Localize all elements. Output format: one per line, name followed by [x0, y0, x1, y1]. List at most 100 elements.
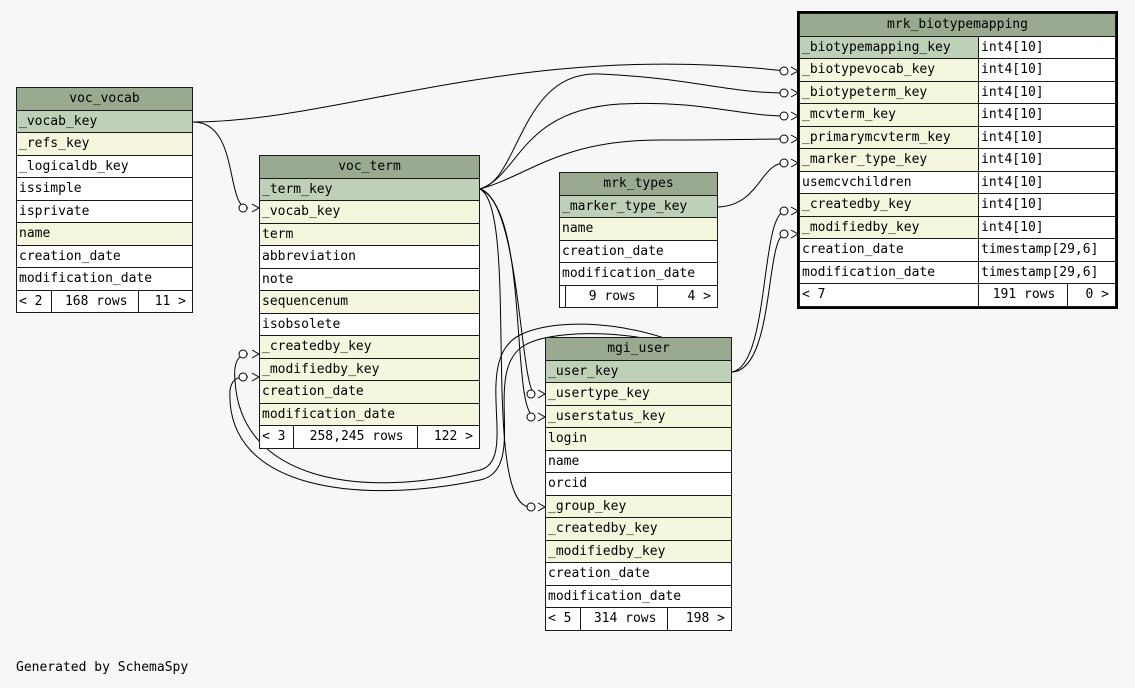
- column-name: _logicaldb_key: [16, 154, 193, 178]
- column-name: name: [16, 222, 193, 246]
- column-row[interactable]: modification_date: [16, 267, 193, 291]
- row-count: 314 rows: [580, 607, 669, 631]
- column-row[interactable]: creation_date: [259, 380, 480, 404]
- parents-link[interactable]: < 3: [259, 425, 294, 449]
- column-type: int4[10]: [978, 170, 1116, 194]
- column-row[interactable]: _createdby_key: [259, 335, 480, 359]
- column-row[interactable]: _createdby_key: [545, 517, 732, 541]
- column-type: int4[10]: [978, 58, 1116, 82]
- column-row[interactable]: term: [259, 222, 480, 246]
- parents-link[interactable]: < 7: [799, 283, 979, 307]
- column-row[interactable]: modification_date: [259, 402, 480, 426]
- table-title[interactable]: mgi_user: [545, 337, 732, 361]
- column-row[interactable]: _modifiedby_key: [259, 357, 480, 381]
- row-count: 258,245 rows: [292, 425, 419, 449]
- column-name: _marker_type_key: [559, 194, 718, 218]
- column-name: modification_date: [259, 402, 480, 426]
- children-link[interactable]: 0 >: [1067, 283, 1116, 307]
- column-row[interactable]: sequencenum: [259, 290, 480, 314]
- column-row[interactable]: _user_key: [545, 359, 732, 383]
- column-row[interactable]: _vocab_key: [16, 109, 193, 133]
- column-name: _createdby_key: [259, 335, 480, 359]
- column-name: modification_date: [16, 267, 193, 291]
- column-name: usemcvchildren: [799, 170, 979, 194]
- children-link[interactable]: 11 >: [138, 289, 193, 313]
- table-title[interactable]: voc_term: [259, 155, 480, 179]
- column-row[interactable]: _modifiedby_key: [545, 539, 732, 563]
- column-name: creation_date: [259, 380, 480, 404]
- column-row[interactable]: name: [16, 222, 193, 246]
- column-row[interactable]: _marker_type_key: [559, 194, 718, 218]
- table-title[interactable]: voc_vocab: [16, 87, 193, 111]
- parents-link[interactable]: < 5: [544, 607, 582, 631]
- table-title[interactable]: mrk_biotypemapping: [799, 13, 1116, 37]
- column-row[interactable]: creation_date: [16, 244, 193, 268]
- column-row[interactable]: _refs_key: [16, 132, 193, 156]
- column-name: isobsolete: [259, 312, 480, 336]
- column-name: _createdby_key: [799, 193, 979, 217]
- column-row[interactable]: name: [559, 217, 718, 241]
- column-name: _refs_key: [16, 132, 193, 156]
- table-mgi_user[interactable]: mgi_user _user_key_usertype_key_userstat…: [544, 337, 732, 631]
- column-row[interactable]: _usertype_key: [545, 382, 732, 406]
- column-name: _vocab_key: [259, 200, 480, 224]
- children-link[interactable]: 4 >: [656, 284, 719, 308]
- column-type: int4[10]: [978, 193, 1116, 217]
- column-name: _biotypeterm_key: [799, 80, 979, 104]
- column-name: note: [259, 267, 480, 291]
- column-row[interactable]: login: [545, 427, 732, 451]
- column-row[interactable]: _group_key: [545, 494, 732, 518]
- column-name: _userstatus_key: [545, 404, 732, 428]
- column-name: login: [545, 427, 732, 451]
- column-row[interactable]: creation_date: [545, 562, 732, 586]
- column-name: modification_date: [559, 262, 718, 286]
- column-name: isprivate: [16, 199, 193, 223]
- children-link[interactable]: 122 >: [417, 425, 480, 449]
- column-type: int4[10]: [978, 148, 1116, 172]
- column-row[interactable]: modification_date: [545, 584, 732, 608]
- column-row[interactable]: _userstatus_key: [545, 404, 732, 428]
- column-row[interactable]: note: [259, 267, 480, 291]
- column-row[interactable]: _vocab_key: [259, 200, 480, 224]
- children-link[interactable]: 198 >: [667, 607, 732, 631]
- parents-link[interactable]: < 2: [15, 289, 53, 313]
- column-row[interactable]: name: [545, 449, 732, 473]
- column-row[interactable]: isprivate: [16, 199, 193, 223]
- column-row[interactable]: orcid: [545, 472, 732, 496]
- column-name: _marker_type_key: [799, 148, 979, 172]
- column-row[interactable]: isobsolete: [259, 312, 480, 336]
- column-row[interactable]: modification_date: [559, 262, 718, 286]
- column-name: name: [545, 449, 732, 473]
- column-row[interactable]: issimple: [16, 177, 193, 201]
- column-row[interactable]: abbreviation: [259, 245, 480, 269]
- column-name: _user_key: [545, 359, 732, 383]
- column-row[interactable]: _logicaldb_key: [16, 154, 193, 178]
- column-type: int4[10]: [978, 215, 1116, 239]
- table-title[interactable]: mrk_types: [559, 172, 718, 196]
- column-name: _term_key: [259, 177, 480, 201]
- column-type: int4[10]: [978, 103, 1116, 127]
- column-row[interactable]: creation_date: [559, 239, 718, 263]
- table-voc_vocab[interactable]: voc_vocab _vocab_key_refs_key_logicaldb_…: [15, 87, 193, 313]
- column-row[interactable]: _term_key: [259, 177, 480, 201]
- column-name: abbreviation: [259, 245, 480, 269]
- column-name: modification_date: [545, 584, 732, 608]
- row-count: 9 rows: [564, 284, 658, 308]
- column-name: creation_date: [559, 239, 718, 263]
